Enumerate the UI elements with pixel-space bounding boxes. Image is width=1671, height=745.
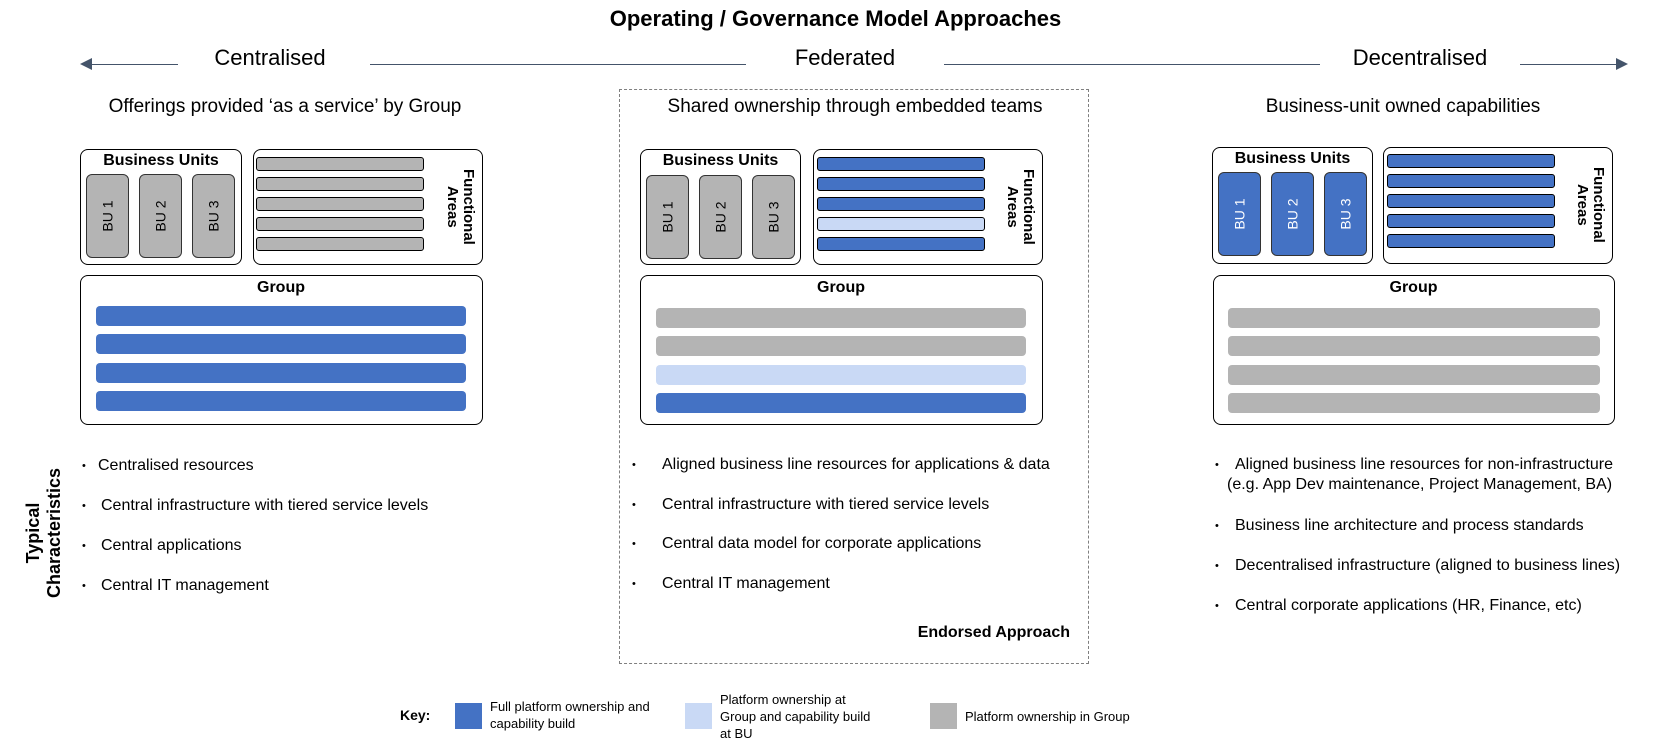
functional-area-bar	[817, 237, 985, 251]
business-units-label: Business Units	[662, 152, 779, 169]
group-label: Group	[257, 279, 305, 296]
business-unit-1: BU 1	[86, 174, 129, 258]
arrow-right-icon	[1616, 58, 1628, 70]
group-platform-bar	[96, 334, 466, 354]
list-item: •Aligned business line resources for app…	[632, 456, 1050, 473]
group-platform-bar	[1228, 365, 1600, 385]
federated-group-box: Group	[640, 275, 1043, 425]
spectrum-label-decentralised: Decentralised	[1352, 45, 1488, 70]
spectrum-line-center-left	[370, 64, 746, 65]
functional-area-bar	[256, 157, 424, 171]
list-item-continuation: (e.g. App Dev maintenance, Project Manag…	[1227, 476, 1613, 493]
functional-area-bar	[256, 177, 424, 191]
key-swatch-group-ownership	[930, 703, 957, 729]
federated-subtitle: Shared ownership through embedded teams	[667, 96, 1043, 117]
list-item: •Central IT management	[632, 575, 830, 592]
group-label: Group	[1389, 279, 1438, 296]
functional-area-bar	[256, 197, 424, 211]
key-text-group-bu: Platform ownership at Group and capabili…	[720, 692, 871, 741]
list-item: •Decentralised infrastructure (aligned t…	[1215, 557, 1621, 574]
spectrum-label-federated: Federated	[794, 45, 896, 70]
federated-functional-areas-box: Functional Areas	[813, 149, 1043, 265]
business-unit-1: BU 1	[646, 175, 689, 259]
functional-area-bar	[1387, 154, 1555, 168]
endorsed-approach-label: Endorsed Approach	[917, 624, 1070, 641]
endorsed-highlight-box	[619, 89, 1089, 664]
list-item: •Aligned business line resources for non…	[1215, 456, 1613, 473]
centralised-business-units-box: Business Units BU 1 BU 2 BU 3	[80, 149, 242, 265]
functional-area-bar	[1387, 214, 1555, 228]
decentralised-subtitle: Business-unit owned capabilities	[1265, 96, 1541, 117]
functional-areas-label: Functional Areas	[1004, 169, 1037, 245]
key-swatch-full-ownership	[455, 703, 482, 729]
decentralised-business-units-box: Business Units BU 1 BU 2 BU 3	[1212, 147, 1373, 264]
functional-areas-label: Functional Areas	[1574, 167, 1607, 243]
centralised-functional-areas-box: Functional Areas	[253, 149, 483, 265]
group-platform-bar	[96, 363, 466, 383]
federated-business-units-box: Business Units BU 1 BU 2 BU 3	[640, 149, 801, 265]
key-text-full-ownership: Full platform ownership and capability b…	[490, 699, 650, 731]
business-unit-3: BU 3	[192, 174, 235, 258]
business-unit-3: BU 3	[1324, 172, 1367, 256]
arrow-left-icon	[80, 58, 92, 70]
typical-characteristics-label: Typical Characteristics	[23, 467, 64, 599]
business-unit-1: BU 1	[1218, 172, 1261, 256]
list-item: •Central corporate applications (HR, Fin…	[1215, 597, 1582, 614]
functional-area-bar	[1387, 174, 1555, 188]
business-unit-2: BU 2	[699, 175, 742, 259]
spectrum-line-right	[1520, 64, 1618, 65]
spectrum-line-left	[90, 64, 178, 65]
list-item: •Business line architecture and process …	[1215, 517, 1584, 534]
functional-area-bar	[817, 197, 985, 211]
diagram-title: Operating / Governance Model Approaches	[609, 6, 1062, 31]
business-units-label: Business Units	[1234, 150, 1351, 167]
list-item: •Central IT management	[82, 577, 269, 594]
functional-area-bar	[256, 217, 424, 231]
group-platform-bar	[1228, 336, 1600, 356]
decentralised-functional-areas-box: Functional Areas	[1383, 147, 1613, 264]
spectrum-line-center-right	[944, 64, 1320, 65]
business-unit-3: BU 3	[752, 175, 795, 259]
group-label: Group	[817, 279, 865, 296]
list-item: •Central infrastructure with tiered serv…	[82, 497, 429, 514]
business-unit-2: BU 2	[1271, 172, 1314, 256]
group-platform-bar	[656, 393, 1026, 413]
list-item: •Centralised resources	[82, 457, 254, 474]
group-platform-bar	[656, 365, 1026, 385]
group-platform-bar	[1228, 393, 1600, 413]
list-item: •Central infrastructure with tiered serv…	[632, 496, 990, 513]
list-item: •Central data model for corporate applic…	[632, 535, 982, 552]
functional-area-bar	[817, 217, 985, 231]
spectrum-label-centralised: Centralised	[214, 45, 326, 70]
functional-area-bar	[817, 157, 985, 171]
functional-areas-label: Functional Areas	[444, 169, 477, 245]
key-text-group-ownership: Platform ownership in Group	[965, 709, 1130, 724]
group-platform-bar	[656, 308, 1026, 328]
business-unit-2: BU 2	[139, 174, 182, 258]
centralised-group-box: Group	[80, 275, 483, 425]
list-item: •Central applications	[82, 537, 242, 554]
key-label: Key:	[400, 707, 431, 723]
functional-area-bar	[1387, 194, 1555, 208]
group-platform-bar	[1228, 308, 1600, 328]
functional-area-bar	[256, 237, 424, 251]
group-platform-bar	[656, 336, 1026, 356]
functional-area-bar	[817, 177, 985, 191]
business-units-label: Business Units	[103, 152, 219, 169]
decentralised-group-box: Group	[1213, 275, 1615, 425]
group-platform-bar	[96, 306, 466, 326]
key-swatch-group-bu	[685, 703, 712, 729]
functional-area-bar	[1387, 234, 1555, 248]
group-platform-bar	[96, 391, 466, 411]
centralised-subtitle: Offerings provided ‘as a service’ by Gro…	[108, 96, 462, 117]
